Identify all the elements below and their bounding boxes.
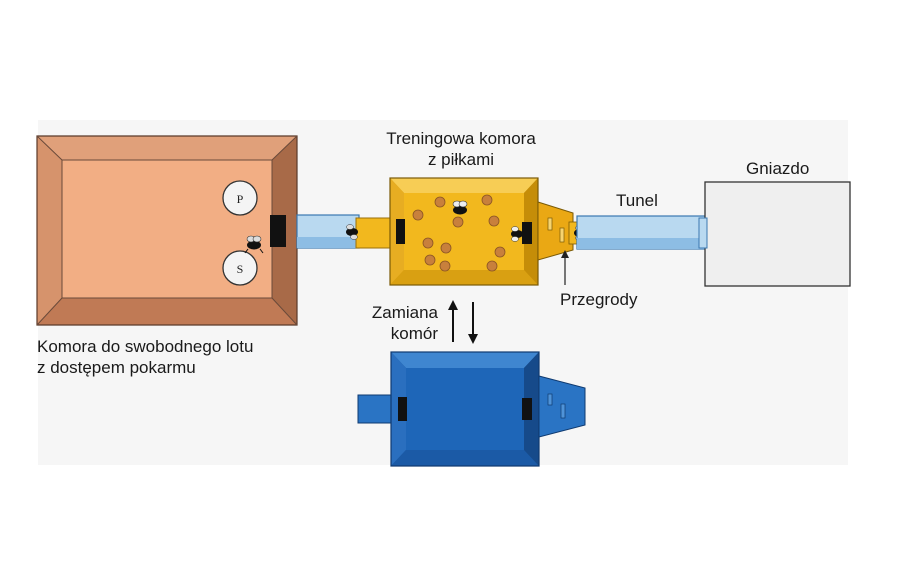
training-chamber-label-line2: z piłkami	[427, 150, 495, 169]
flight-chamber-bottom-rim	[37, 298, 297, 325]
bee-icon	[244, 235, 264, 254]
nest-label: Gniazdo	[746, 159, 810, 178]
swap-chamber	[357, 351, 586, 467]
training-chamber-exit-door	[522, 222, 532, 244]
partition	[547, 217, 553, 231]
bee-icon	[452, 200, 468, 215]
flight-chamber-door	[270, 215, 286, 247]
flight-chamber-label-line2: z dostępem pokarmu	[37, 358, 196, 377]
bee-icon	[511, 226, 523, 242]
balls	[412, 194, 506, 272]
flight-chamber-top-rim	[37, 136, 297, 160]
swap-label-line2: komór	[390, 324, 438, 343]
flight-chamber: P S	[36, 135, 298, 326]
dish-top	[222, 180, 258, 216]
swap-arrows-icon	[448, 300, 478, 344]
left-tunnel	[296, 214, 391, 249]
training-chamber-label: Treningowa komora z piłkami	[376, 128, 546, 170]
swap-label-line1: Zamiana	[371, 303, 438, 322]
flight-chamber-label: Komora do swobodnego lotu z dostępem pok…	[37, 336, 253, 378]
swap-label: Zamiana komór	[368, 302, 438, 344]
nest-box	[698, 181, 851, 287]
right-tunnel	[576, 215, 706, 250]
bee-icon	[346, 224, 358, 240]
dish-bottom	[222, 250, 258, 286]
dish-top-label: P	[237, 192, 244, 206]
flight-chamber-label-line1: Komora do swobodnego lotu	[37, 337, 254, 356]
flight-chamber-left-rim	[37, 136, 62, 325]
training-chamber-label-line1: Treningowa komora	[386, 129, 536, 148]
partition	[559, 227, 565, 243]
training-chamber-door	[396, 219, 405, 244]
partitions-pointer	[561, 250, 569, 285]
training-chamber	[389, 177, 539, 286]
dish-bottom-label: S	[237, 262, 244, 276]
partitions-label: Przegrody	[560, 290, 638, 309]
tunnel-label: Tunel	[616, 191, 658, 210]
